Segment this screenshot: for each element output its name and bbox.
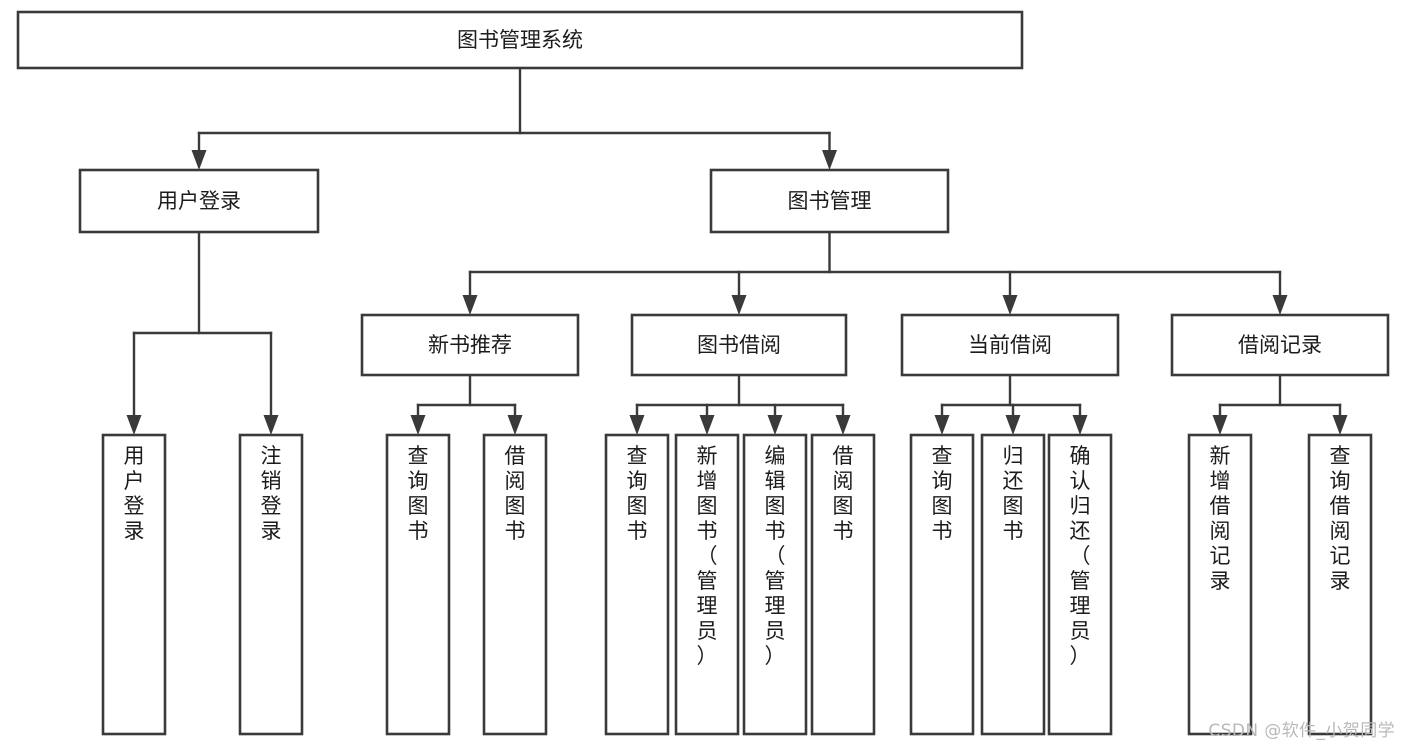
- arrow-head: [1272, 295, 1288, 315]
- leaf-node-12[interactable]: 新增借阅记录: [1187, 433, 1253, 736]
- node-label: 编辑图书（管理员）: [765, 444, 786, 668]
- node-label: 图书管理: [788, 189, 872, 213]
- level3-node-2[interactable]: 图书借阅: [630, 313, 848, 377]
- leaf-node-13[interactable]: 查询借阅记录: [1307, 433, 1373, 736]
- arrow-head: [835, 415, 851, 435]
- level2-node-1[interactable]: 用户登录: [78, 168, 320, 234]
- node-label: 新增借阅记录: [1210, 444, 1231, 593]
- node-rect[interactable]: [78, 168, 320, 234]
- node-label: 确认归还（管理员）: [1070, 444, 1091, 668]
- arrow-head: [1212, 415, 1228, 435]
- node-rect[interactable]: [1047, 433, 1113, 736]
- node-label: 图书借阅: [697, 333, 781, 357]
- node-rect[interactable]: [238, 433, 304, 736]
- arrow-head: [1005, 415, 1021, 435]
- arrow-head: [507, 415, 523, 435]
- node-rect[interactable]: [909, 433, 975, 736]
- node-rect[interactable]: [709, 168, 950, 234]
- node-rect[interactable]: [604, 433, 670, 736]
- arrow-head: [822, 150, 837, 170]
- leaf-node-1[interactable]: 用户登录: [101, 433, 167, 736]
- arrow-head: [934, 415, 950, 435]
- node-rect[interactable]: [810, 433, 876, 736]
- node-rect[interactable]: [630, 313, 848, 377]
- node-label: 借阅图书: [833, 444, 854, 543]
- node-label: 图书管理系统: [457, 28, 583, 52]
- root-node-book-management-system[interactable]: 图书管理系统: [16, 10, 1024, 70]
- node-label: 用户登录: [124, 444, 145, 543]
- node-rect[interactable]: [1170, 313, 1390, 377]
- leaf-node-11[interactable]: 确认归还（管理员）: [1047, 433, 1113, 736]
- node-label: 新增图书（管理员）: [697, 444, 718, 668]
- leaf-node-3[interactable]: 查询图书: [385, 433, 451, 736]
- node-label: 归还图书: [1003, 444, 1024, 543]
- arrow-head: [191, 150, 207, 170]
- node-label: 借阅图书: [505, 444, 526, 543]
- node-label: 查询借阅记录: [1330, 444, 1351, 593]
- leaf-node-5[interactable]: 查询图书: [604, 433, 670, 736]
- node-rect[interactable]: [16, 10, 1024, 70]
- edge-layer: [126, 66, 1348, 435]
- arrow-head: [1002, 295, 1018, 315]
- node-rect[interactable]: [1307, 433, 1373, 736]
- node-label: 用户登录: [157, 189, 241, 213]
- node-label: 查询图书: [627, 444, 648, 543]
- arrow-head: [1072, 415, 1088, 435]
- node-rect[interactable]: [980, 433, 1046, 736]
- node-label: 新书推荐: [428, 333, 512, 357]
- level2-node-2[interactable]: 图书管理: [709, 168, 950, 234]
- node-label: 借阅记录: [1238, 333, 1322, 357]
- arrow-head: [629, 415, 645, 435]
- node-label: 查询图书: [932, 444, 953, 543]
- csdn-watermark: CSDN @软件_小贺同学: [1208, 721, 1395, 741]
- leaf-node-2[interactable]: 注销登录: [238, 433, 304, 736]
- arrow-head: [126, 415, 142, 435]
- leaf-node-8[interactable]: 借阅图书: [810, 433, 876, 736]
- arrow-head: [1332, 415, 1348, 435]
- node-label: 注销登录: [261, 444, 282, 543]
- leaf-node-9[interactable]: 查询图书: [909, 433, 975, 736]
- node-rect[interactable]: [385, 433, 451, 736]
- leaf-node-7[interactable]: 编辑图书（管理员）: [742, 433, 808, 736]
- leaf-node-6[interactable]: 新增图书（管理员）: [674, 433, 740, 736]
- level3-node-1[interactable]: 新书推荐: [360, 313, 580, 377]
- arrow-head: [767, 415, 783, 435]
- arrow-head: [699, 415, 715, 435]
- leaf-node-10[interactable]: 归还图书: [980, 433, 1046, 736]
- node-rect[interactable]: [360, 313, 580, 377]
- level3-node-3[interactable]: 当前借阅: [900, 313, 1120, 377]
- arrow-head: [410, 415, 426, 435]
- node-rect[interactable]: [674, 433, 740, 736]
- node-rect[interactable]: [101, 433, 167, 736]
- node-layer: 图书管理系统用户登录图书管理新书推荐图书借阅当前借阅借阅记录用户登录注销登录查询…: [16, 10, 1390, 736]
- arrow-head: [731, 295, 747, 315]
- node-rect[interactable]: [742, 433, 808, 736]
- leaf-node-4[interactable]: 借阅图书: [482, 433, 548, 736]
- arrow-head: [462, 295, 478, 315]
- level3-node-4[interactable]: 借阅记录: [1170, 313, 1390, 377]
- node-rect[interactable]: [1187, 433, 1253, 736]
- node-label: 当前借阅: [968, 333, 1052, 357]
- node-rect[interactable]: [900, 313, 1120, 377]
- node-label: 查询图书: [408, 444, 429, 543]
- arrow-head: [263, 415, 279, 435]
- node-rect[interactable]: [482, 433, 548, 736]
